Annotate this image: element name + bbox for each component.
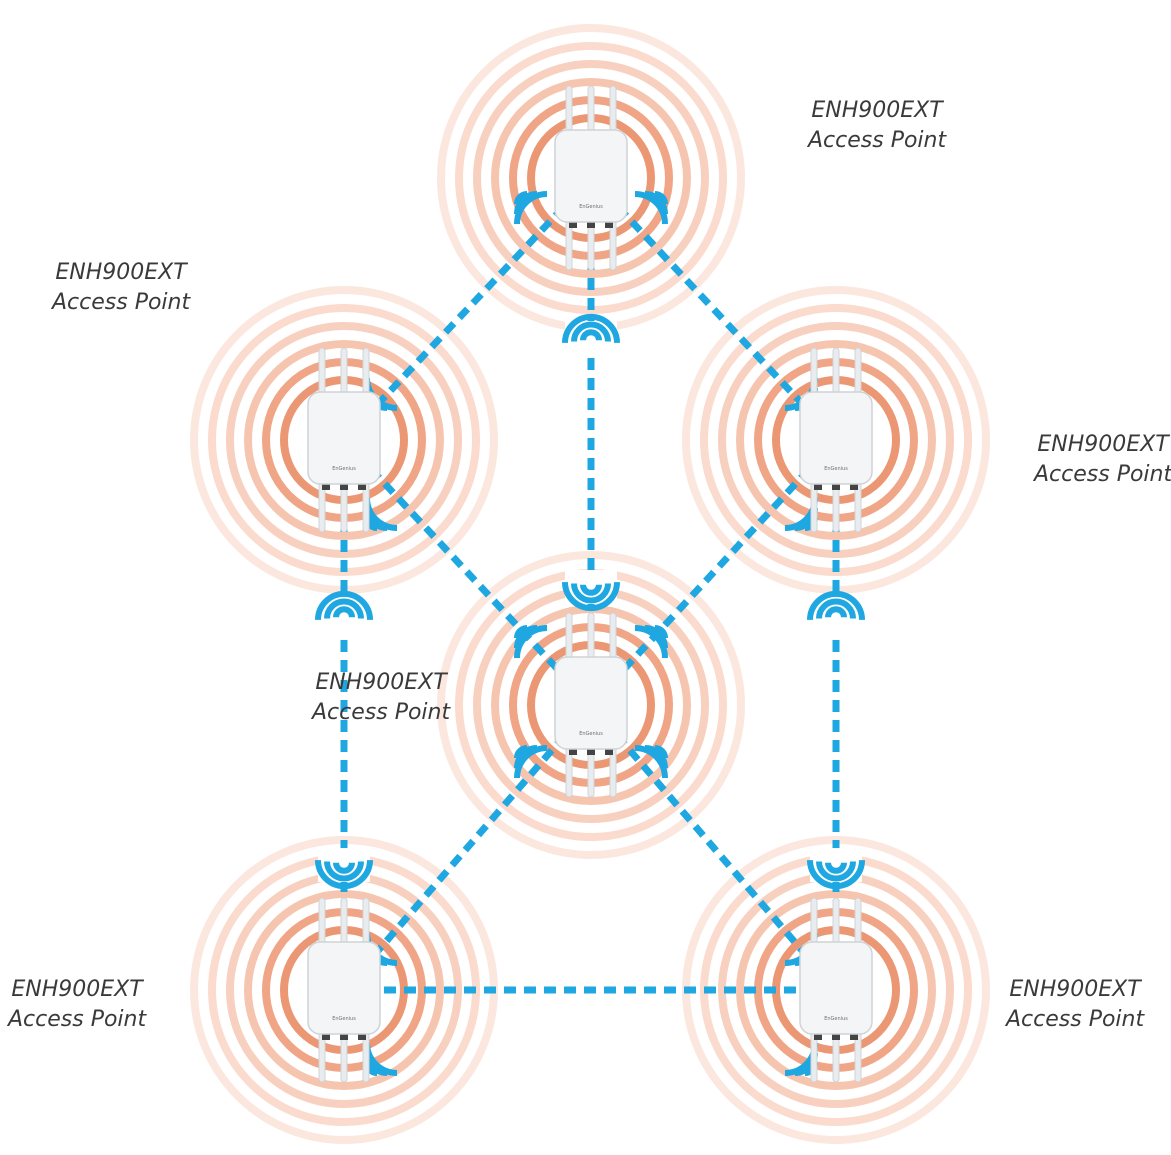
antenna-signal-icon	[634, 625, 668, 659]
antenna-signal-icon	[514, 625, 548, 659]
ap-label-model: ENH900EXT	[315, 670, 447, 695]
antenna-signal-icon	[514, 191, 548, 225]
coverage-ring	[226, 322, 462, 558]
coverage-rings	[190, 286, 498, 594]
ap-label-model: ENH900EXT	[11, 977, 143, 1002]
brand-mark: EnGenius	[332, 1016, 356, 1022]
access-point-device-icon: EnGenius	[799, 897, 873, 1083]
coverage-ring	[244, 340, 444, 540]
coverage-ring	[244, 890, 444, 1090]
brand-mark: EnGenius	[579, 204, 603, 210]
coverage-rings	[682, 286, 990, 594]
mesh-link	[588, 437, 839, 708]
ap-label-bottom-right: ENH900EXT Access Point	[1006, 975, 1144, 1035]
mesh-link	[341, 702, 594, 993]
ap-label-type: Access Point	[52, 290, 191, 315]
mesh-link	[341, 175, 594, 443]
mesh-link	[588, 702, 839, 993]
antenna-signal-icon	[634, 745, 668, 779]
coverage-ring	[736, 340, 936, 540]
wifi-signal-icon	[562, 570, 620, 612]
brand-mark: EnGenius	[824, 1016, 848, 1022]
brand-mark: EnGenius	[579, 731, 603, 737]
ap-label-center: ENH900EXT Access Point	[312, 668, 450, 728]
access-point-device-icon: EnGenius	[554, 85, 628, 271]
brand-mark: EnGenius	[332, 466, 356, 472]
ap-label-type: Access Point	[312, 700, 451, 725]
antenna-signal-icon	[514, 745, 548, 779]
ap-label-type: Access Point	[1034, 462, 1171, 487]
ap-label-model: ENH900EXT	[55, 260, 187, 285]
ap-label-type: Access Point	[8, 1007, 147, 1032]
antenna-signal-icon	[634, 191, 668, 225]
coverage-ring	[437, 551, 745, 859]
ap-label-model: ENH900EXT	[811, 98, 943, 123]
wifi-signal-icon	[807, 590, 865, 632]
coverage-ring	[718, 322, 954, 558]
ap-label-type: Access Point	[1006, 1007, 1145, 1032]
coverage-ring	[491, 78, 691, 278]
ap-label-upper-left: ENH900EXT Access Point	[52, 258, 190, 318]
brand-mark: EnGenius	[824, 466, 848, 472]
ap-label-bottom-left: ENH900EXT Access Point	[8, 975, 146, 1035]
ap-label-top: ENH900EXT Access Point	[808, 96, 946, 156]
access-point-device-icon: EnGenius	[799, 347, 873, 533]
ap-label-type: Access Point	[808, 128, 947, 153]
mesh-link	[341, 437, 594, 708]
ap-label-model: ENH900EXT	[1037, 432, 1169, 457]
access-point-device-icon: EnGenius	[307, 897, 381, 1083]
wifi-signal-icon	[562, 313, 620, 355]
ap-label-upper-right: ENH900EXT Access Point	[1034, 430, 1171, 490]
coverage-ring	[473, 60, 709, 296]
wifi-signal-icon	[315, 848, 373, 890]
coverage-ring	[736, 890, 936, 1090]
ap-label-model: ENH900EXT	[1009, 977, 1141, 1002]
access-point-device-icon: EnGenius	[554, 612, 628, 798]
wifi-signal-icon	[315, 590, 373, 632]
access-point-device-icon: EnGenius	[307, 347, 381, 533]
wifi-signal-icon	[807, 848, 865, 890]
